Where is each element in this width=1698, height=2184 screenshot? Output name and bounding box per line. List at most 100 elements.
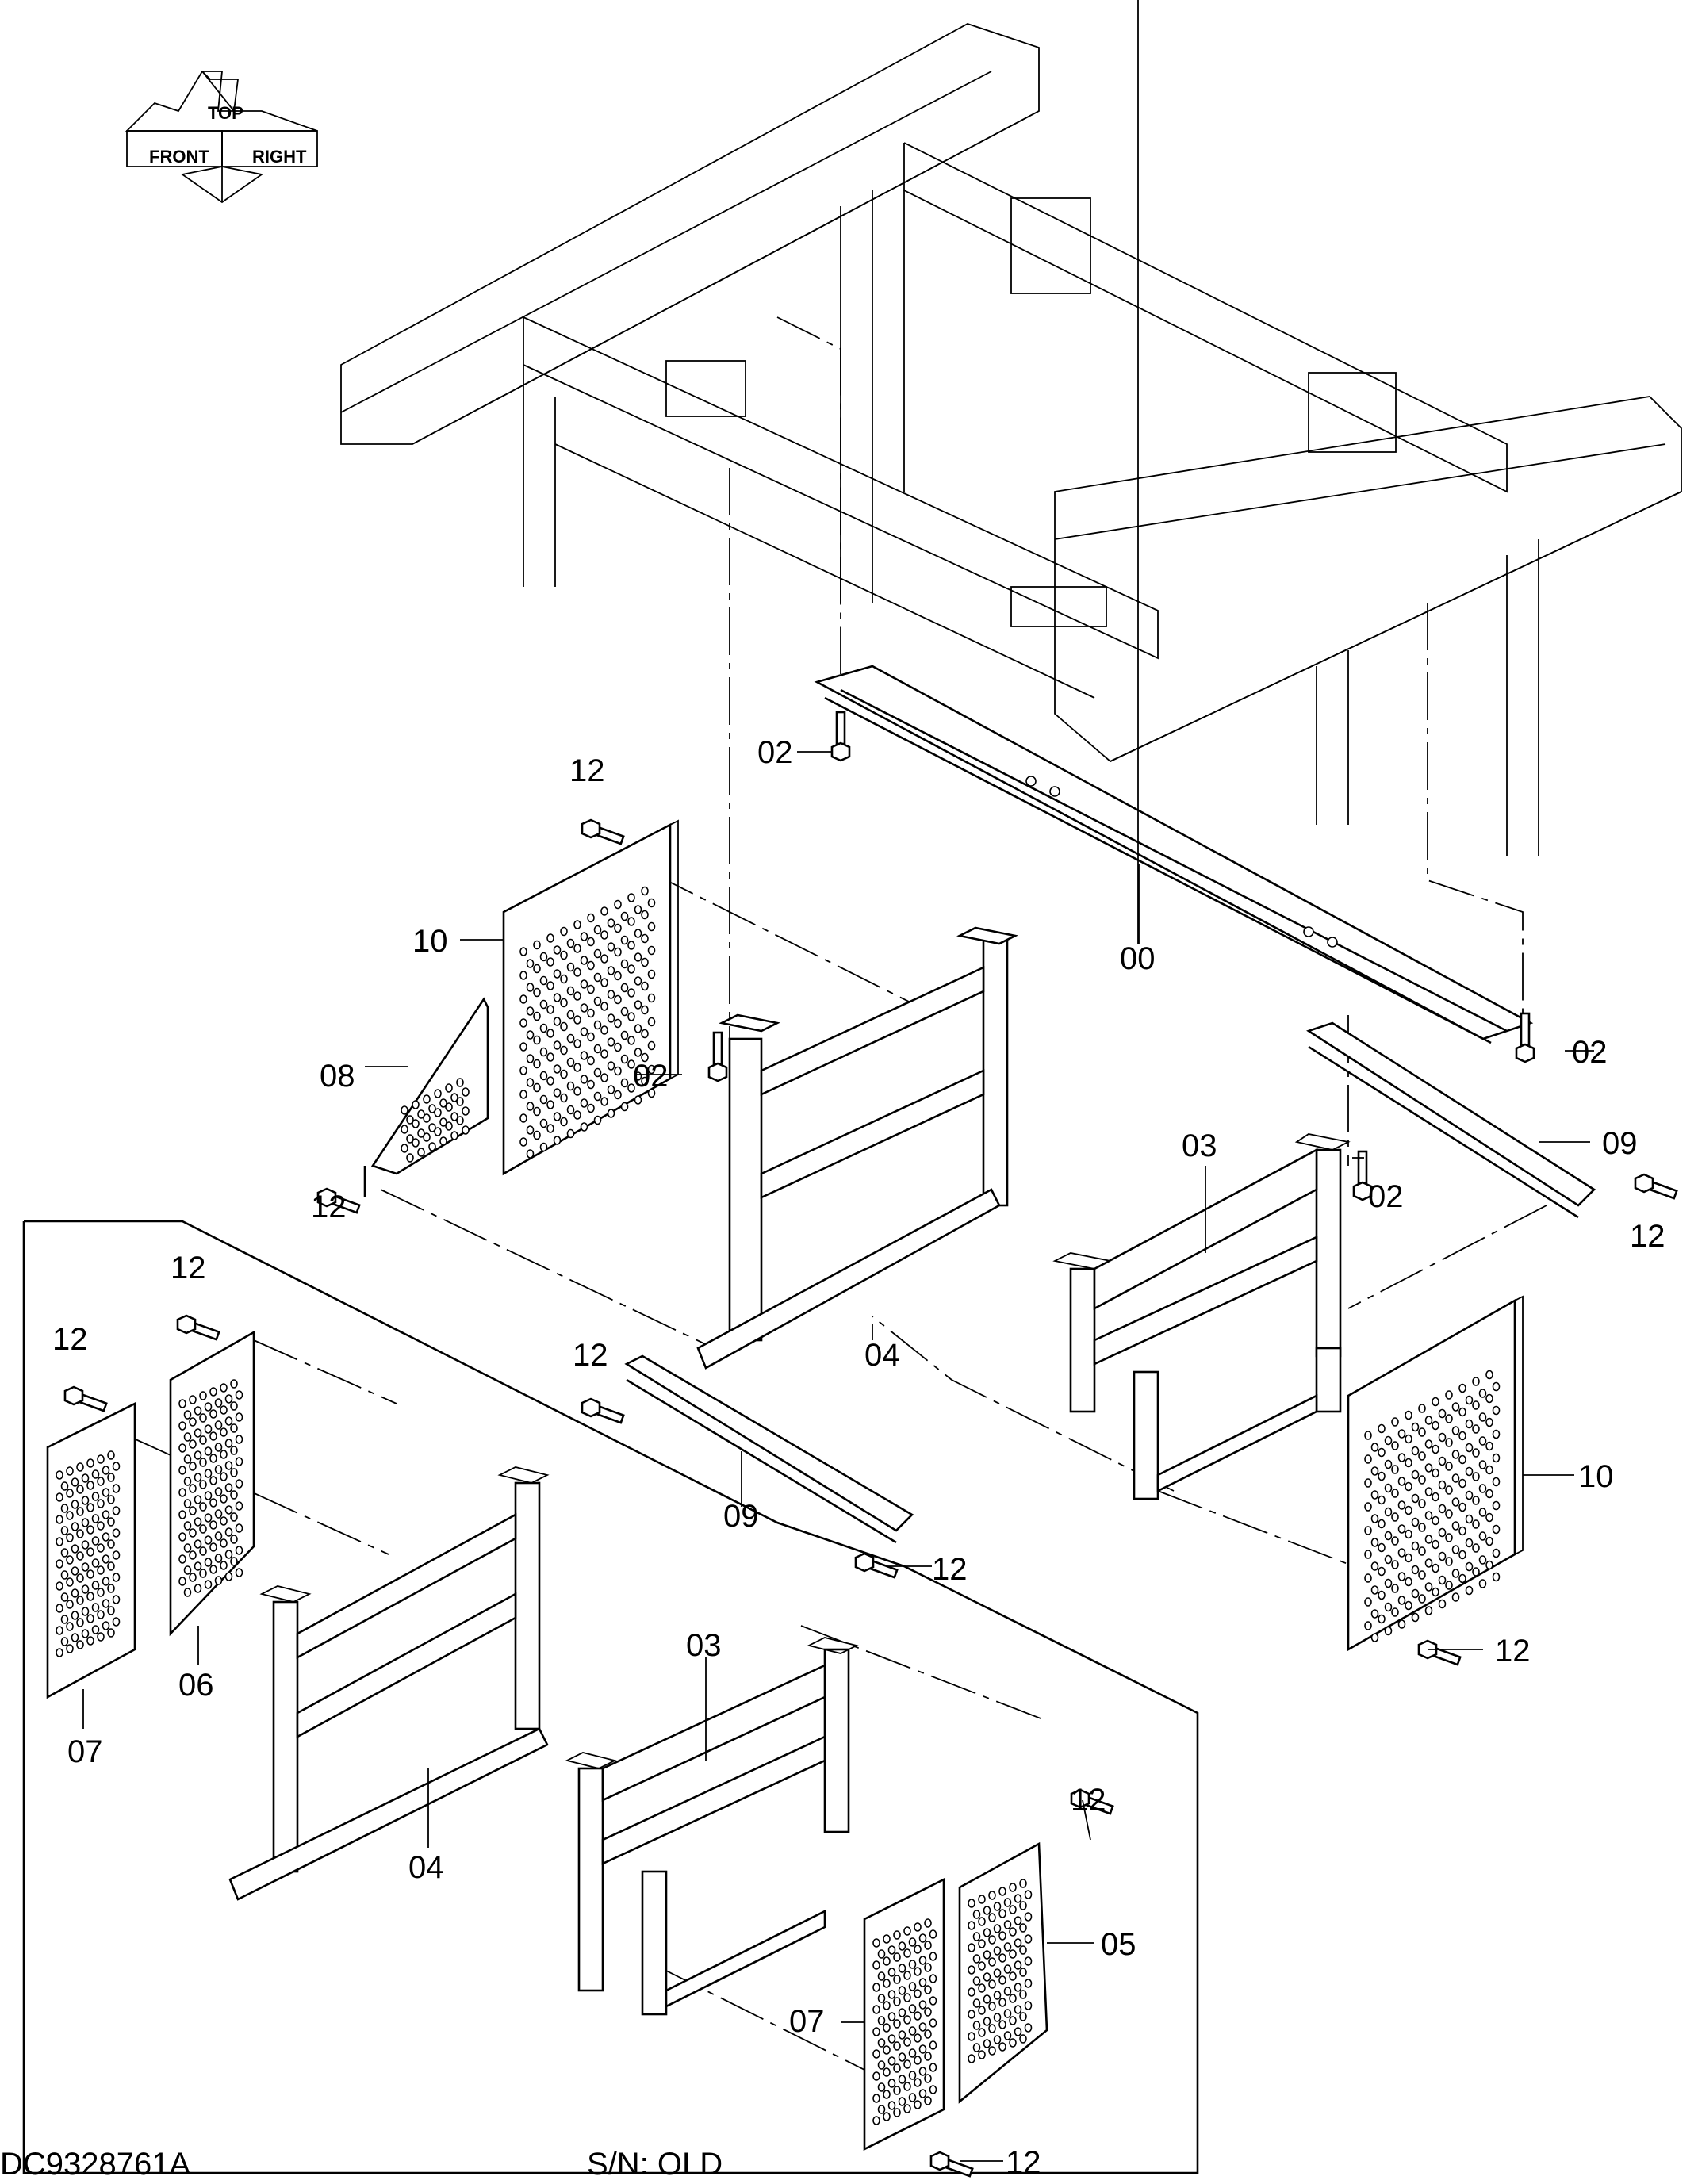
- perforation-hole: [66, 1533, 74, 1542]
- perforation-hole: [1003, 1987, 1012, 1996]
- perforation-hole: [462, 1106, 470, 1116]
- perforation-hole: [887, 1990, 896, 1999]
- perforation-hole: [539, 1023, 548, 1033]
- perforation-hole: [1458, 1383, 1466, 1393]
- perforation-hole: [641, 1005, 649, 1015]
- perforation-hole: [102, 1532, 110, 1542]
- perforation-hole: [593, 925, 602, 935]
- perforation-hole: [1478, 1484, 1487, 1493]
- perforation-hole: [56, 1559, 63, 1569]
- perforation-hole: [1411, 1517, 1420, 1527]
- perforation-hole: [546, 1100, 554, 1109]
- perforation-hole: [1451, 1426, 1460, 1435]
- callout-06: 06: [178, 1668, 214, 1703]
- perforation-hole: [553, 969, 562, 979]
- perforation-hole: [235, 1546, 243, 1555]
- perforation-hole: [898, 2030, 906, 2040]
- perforation-hole: [86, 1547, 94, 1557]
- perforation-hole: [929, 1996, 937, 2006]
- perforation-hole: [439, 1136, 447, 1146]
- perforation-hole: [214, 1554, 223, 1563]
- perforation-hole: [1397, 1572, 1406, 1581]
- perforation-hole: [634, 952, 642, 962]
- leader-lines: [82, 0, 1594, 2162]
- perforation-hole: [230, 1490, 238, 1500]
- perforation-hole: [993, 2013, 1002, 2022]
- perforation-hole: [1397, 1619, 1406, 1629]
- perforation-hole: [914, 2100, 922, 2109]
- perforation-hole: [1024, 1956, 1033, 1966]
- perforation-hole: [1024, 2001, 1033, 2010]
- perforation-hole: [456, 1097, 464, 1106]
- perforation-hole: [220, 1383, 228, 1393]
- perforation-hole: [968, 2054, 975, 2063]
- perforation-hole: [86, 1614, 94, 1623]
- perforation-hole: [573, 1110, 581, 1120]
- perforation-hole: [439, 1098, 447, 1108]
- perforation-hole: [456, 1078, 464, 1087]
- perforation-hole: [908, 2026, 917, 2036]
- perforation-hole: [209, 1454, 217, 1463]
- perforation-hole: [519, 1090, 527, 1099]
- perforation-hole: [1492, 1500, 1501, 1511]
- perforation-hole: [978, 2006, 986, 2015]
- perforation-hole: [91, 1514, 100, 1523]
- perforation-hole: [627, 1083, 635, 1093]
- perforation-hole: [519, 1018, 527, 1028]
- perforation-hole: [220, 1494, 228, 1504]
- perforation-hole: [1003, 1964, 1012, 1974]
- perforation-hole: [1411, 1422, 1420, 1432]
- bolt-icon: [854, 1552, 899, 1579]
- perforation-hole: [988, 1957, 996, 1967]
- perforation-hole: [423, 1113, 431, 1123]
- perforation-hole: [573, 1063, 581, 1072]
- perforation-hole: [872, 1960, 880, 1970]
- part-07-perforated-panel-lower: [863, 1877, 945, 2151]
- perforation-hole: [412, 1119, 420, 1128]
- perforation-hole: [607, 1061, 615, 1071]
- perforation-hole: [220, 1405, 228, 1415]
- perforation-hole: [76, 1640, 84, 1649]
- perforation-hole: [539, 999, 548, 1010]
- perforation-hole: [883, 2023, 891, 2033]
- perforation-hole: [1465, 1466, 1474, 1477]
- perforation-hole: [560, 974, 568, 984]
- perforation-hole: [1397, 1596, 1406, 1605]
- perforation-hole: [112, 1573, 121, 1582]
- perforation-hole: [66, 1555, 74, 1565]
- perforation-hole: [893, 2108, 901, 2117]
- perforation-hole: [972, 1932, 981, 1941]
- perforation-hole: [1418, 1404, 1426, 1413]
- perforation-hole: [1384, 1554, 1393, 1565]
- perforation-hole: [914, 1922, 922, 1932]
- perforation-hole: [539, 1094, 548, 1105]
- perforation-hole: [573, 967, 581, 977]
- perforation-hole: [546, 1052, 554, 1062]
- part-07-perforated-panel-left: [46, 1401, 136, 1699]
- perforation-hole: [1445, 1414, 1453, 1423]
- perforation-hole: [439, 1117, 447, 1127]
- perforation-hole: [112, 1550, 121, 1560]
- perforation-hole: [56, 1515, 63, 1524]
- perforation-hole: [908, 2004, 917, 2013]
- perforation-hole: [587, 1008, 595, 1018]
- perforation-hole: [462, 1087, 470, 1097]
- perforation-hole: [647, 993, 656, 1003]
- perforation-hole: [641, 1029, 649, 1039]
- perforation-hole: [1391, 1417, 1399, 1427]
- perforation-hole: [230, 1557, 238, 1566]
- perforation-hole: [102, 1554, 110, 1564]
- perforation-hole: [641, 886, 649, 896]
- perforation-hole: [1478, 1460, 1487, 1469]
- perforation-hole: [235, 1390, 243, 1400]
- perforation-hole: [580, 1075, 588, 1084]
- perforation-hole: [214, 1576, 223, 1585]
- perforation-hole: [199, 1569, 207, 1578]
- perforation-hole: [1478, 1389, 1487, 1398]
- perforation-hole: [1014, 1938, 1022, 1948]
- perforation-hole: [107, 1584, 115, 1593]
- perforation-hole: [627, 988, 635, 998]
- perforation-hole: [1432, 1539, 1439, 1550]
- perforation-hole: [91, 1625, 100, 1634]
- perforation-hole: [194, 1495, 202, 1504]
